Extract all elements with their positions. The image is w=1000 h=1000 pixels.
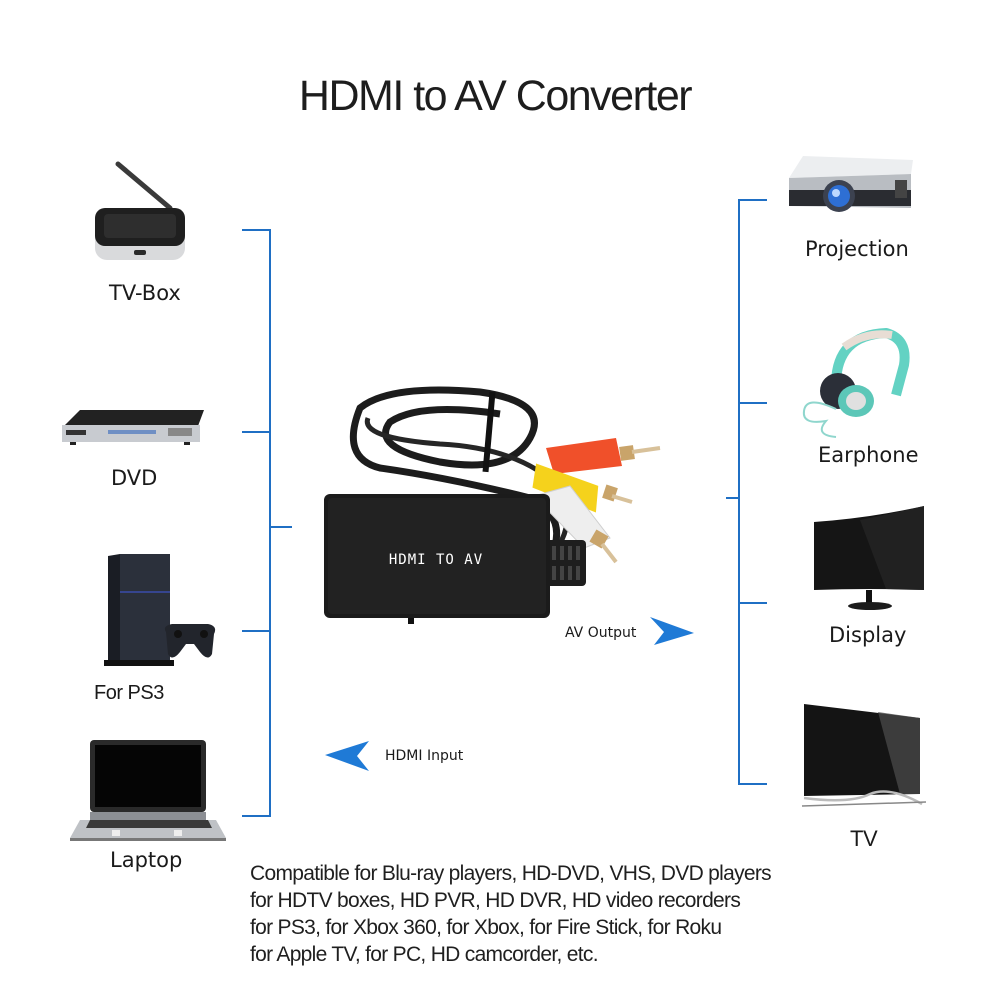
output-bracket-center-tick xyxy=(726,497,739,499)
input-label-laptop: Laptop xyxy=(110,848,183,872)
compatibility-line: Compatible for Blu-ray players, HD-DVD, … xyxy=(250,862,772,885)
input-connector-tv-box xyxy=(242,229,271,231)
input-connector-ps3 xyxy=(242,630,271,632)
compatibility-line: for HDTV boxes, HD PVR, HD DVR, HD video… xyxy=(250,889,741,912)
headphones-icon xyxy=(802,327,910,438)
input-connector-laptop xyxy=(242,815,271,817)
output-label-display: Display xyxy=(829,623,907,647)
input-connector-dvd xyxy=(242,431,271,433)
output-connector-tv xyxy=(738,783,767,785)
input-label-ps3: For PS3 xyxy=(94,682,164,704)
output-connector-earphone xyxy=(738,402,767,404)
av-output-label: AV Output xyxy=(565,625,637,641)
hdmi-input-label: HDMI Input xyxy=(385,748,464,764)
right-arrow-icon xyxy=(650,617,694,645)
output-label-projection: Projection xyxy=(805,237,909,261)
monitor-icon xyxy=(814,506,924,610)
output-connector-display xyxy=(738,602,767,604)
input-label-dvd: DVD xyxy=(111,466,158,490)
output-label-earphone: Earphone xyxy=(818,443,919,467)
left-arrow-icon xyxy=(325,741,369,771)
converter-body-text: HDMI TO AV xyxy=(389,552,483,568)
hdmi-to-av-converter-icon: HDMI TO AV xyxy=(324,386,661,624)
output-label-tv: TV xyxy=(850,826,878,851)
tv-icon xyxy=(801,704,927,807)
compatibility-line: for Apple TV, for PC, HD camcorder, etc. xyxy=(250,943,599,966)
tv-box-icon xyxy=(95,161,185,260)
page-title: HDMI to AV Converter xyxy=(298,72,693,120)
rca-plug-white xyxy=(533,485,618,564)
game-console-icon xyxy=(104,554,216,666)
output-connector-projection xyxy=(738,199,767,201)
compatibility-line: for PS3, for Xbox 360, for Xbox, for Fir… xyxy=(250,916,722,939)
rca-plug-red xyxy=(546,438,661,474)
input-bracket-vertical xyxy=(269,229,271,817)
input-bracket-center-tick xyxy=(270,526,292,528)
laptop-icon xyxy=(70,740,226,841)
compatibility-text: Compatible for Blu-ray players, HD-DVD, … xyxy=(250,860,772,968)
output-bracket-vertical xyxy=(738,199,740,785)
input-label-tv-box: TV-Box xyxy=(109,281,181,305)
dvd-player-icon xyxy=(62,410,204,445)
projector-icon xyxy=(789,156,913,212)
